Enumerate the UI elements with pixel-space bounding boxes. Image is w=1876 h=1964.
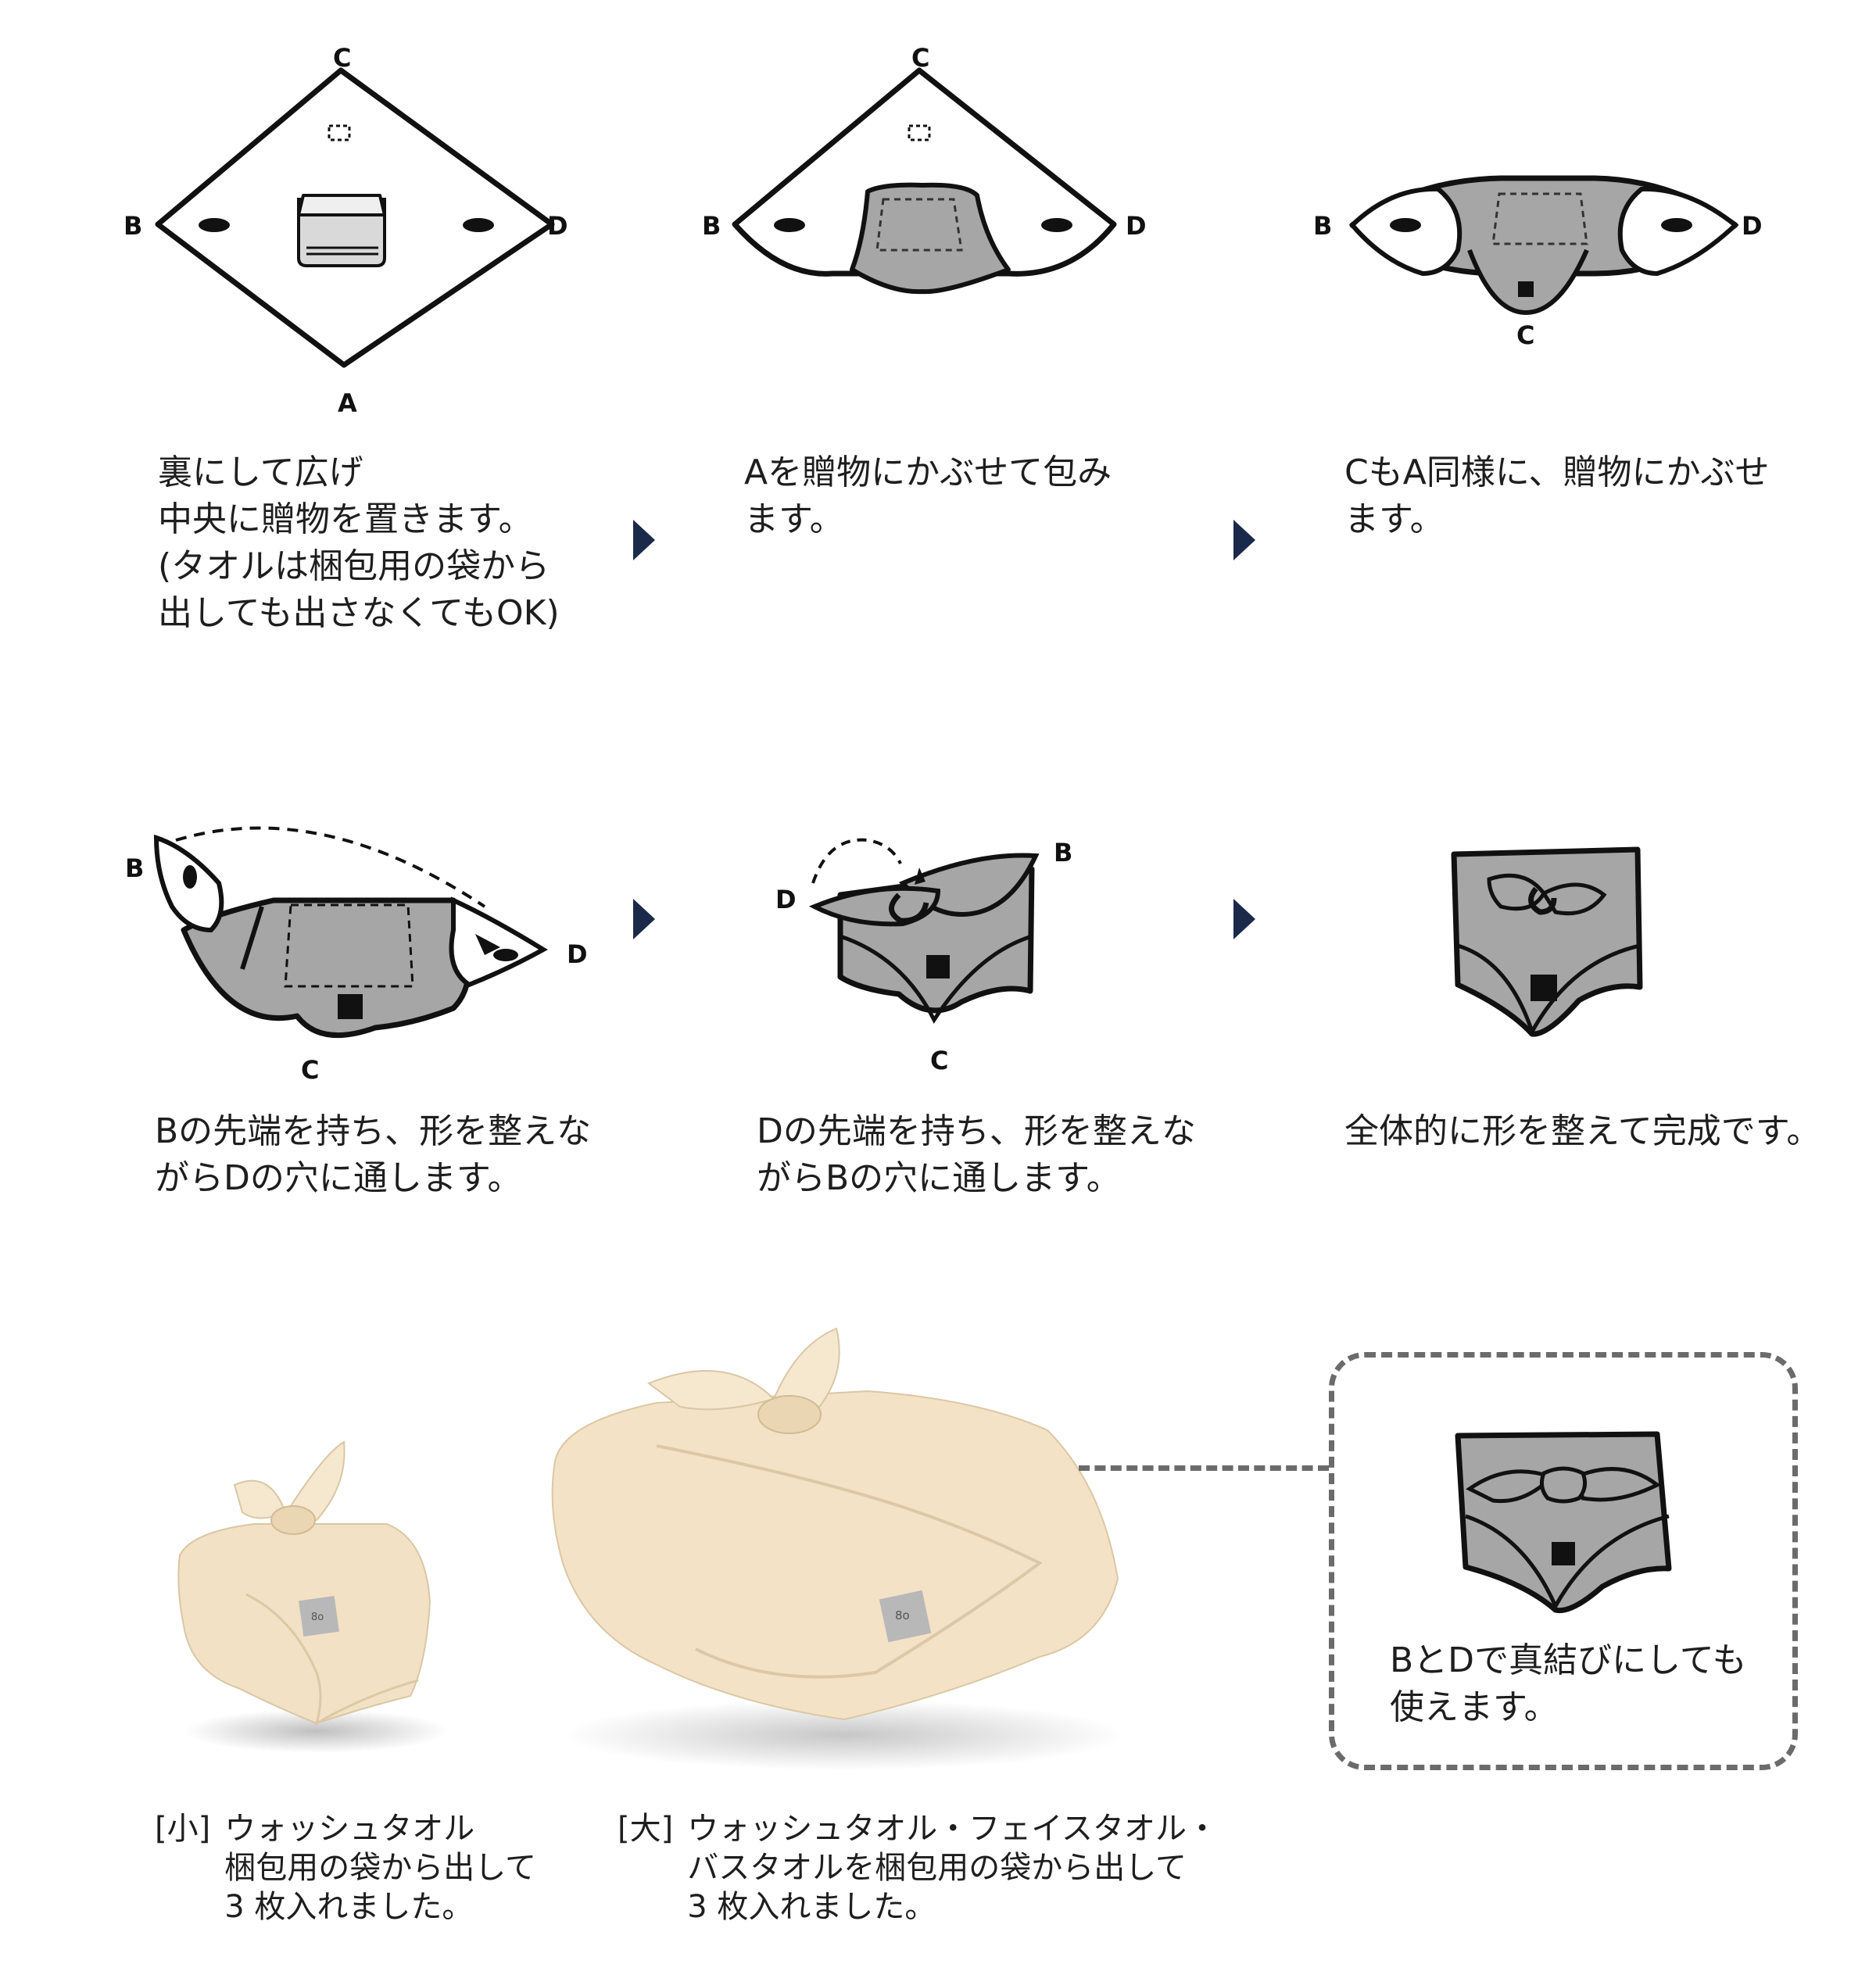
step3-illustration: B D C xyxy=(1313,175,1763,350)
photo-small-wrapped-gift: 8o xyxy=(177,1440,449,1753)
fold-line xyxy=(240,906,264,970)
corner-label-c: C xyxy=(930,1046,948,1075)
corner-label-c: C xyxy=(333,43,351,73)
photo-small-caption-text: ウォッシュタオル 梱包用の袋から出して 3 枚入れました。 xyxy=(224,1811,537,1925)
cloth-body xyxy=(1455,1431,1672,1614)
tag-square xyxy=(1531,975,1557,1001)
step1-caption: 裏にして広げ 中央に贈物を置きます。 (タオルは梱包用の袋から 出しても出さなく… xyxy=(158,453,560,633)
gift-outline-dashed xyxy=(1491,192,1588,245)
size-tag-large: [大] xyxy=(618,1811,674,1847)
photo-large-caption-text: ウォッシュタオル・フェイスタオル・ バスタオルを梱包用の袋から出して 3 枚入れ… xyxy=(687,1811,1219,1925)
corner-label-b: B xyxy=(1313,211,1332,241)
direction-arrow xyxy=(475,934,500,955)
hole-d xyxy=(1041,218,1072,232)
step-arrow-1-2 xyxy=(633,520,655,560)
flap-c xyxy=(1457,943,1641,1037)
step-arrow-4-5 xyxy=(633,899,655,939)
corner-label-c: C xyxy=(301,1055,319,1085)
corner-label-c: C xyxy=(1516,320,1534,350)
step5-caption: Dの先端を持ち、形を整えな がらBの穴に通します。 xyxy=(757,1111,1196,1198)
step-arrow-2-3 xyxy=(1233,520,1255,560)
tag-square xyxy=(1552,1542,1575,1565)
step6-illustration xyxy=(1451,846,1643,1037)
square-knot xyxy=(1539,1466,1588,1504)
hole-b xyxy=(1390,218,1421,232)
alternative-caption: BとDで真結びにしても 使えます。 xyxy=(1390,1640,1747,1727)
photo-large-caption: [大] ウォッシュタオル・フェイスタオル・ バスタオルを梱包用の袋から出して 3 … xyxy=(618,1809,1290,1926)
corner-label-c: C xyxy=(911,43,929,73)
alternative-illustration xyxy=(1455,1431,1672,1614)
step-arrow-5-6 xyxy=(1233,899,1255,939)
step5-illustration: D B C xyxy=(775,838,1072,1075)
corner-label-b: B xyxy=(125,853,144,883)
reach-path-dashed xyxy=(811,838,902,884)
knot-loop xyxy=(1528,886,1557,915)
tag-square xyxy=(338,994,363,1019)
corner-label-b: B xyxy=(702,211,721,241)
direction-arrow xyxy=(915,868,925,885)
gift-outline-dashed xyxy=(284,903,414,988)
step6-caption: 全体的に形を整えて完成です。 xyxy=(1344,1111,1821,1151)
corner-label-d: D xyxy=(775,885,797,914)
bow-right xyxy=(1541,882,1607,916)
step2-caption: Aを贈物にかぶせて包み ます。 xyxy=(744,453,1112,539)
hole-d xyxy=(1661,218,1692,232)
dashed-tag-marker xyxy=(908,124,931,141)
wing-d xyxy=(449,896,548,988)
corner-label-d: D xyxy=(547,211,568,241)
reach-path-dashed xyxy=(175,826,486,908)
flap-c xyxy=(840,934,1033,1025)
corner-label-d: D xyxy=(1742,211,1763,241)
corner-label-b: B xyxy=(124,211,142,241)
bow-right xyxy=(1572,1467,1661,1502)
dashed-tag-marker xyxy=(328,124,351,141)
gift-box-icon xyxy=(297,194,386,267)
photo-small-caption: [小] ウォッシュタオル 梱包用の袋から出して 3 枚入れました。 xyxy=(155,1809,593,1926)
gift-outline-dashed xyxy=(875,198,963,252)
step2-illustration: C B D xyxy=(702,43,1147,295)
size-tag-small: [小] xyxy=(155,1811,211,1847)
wing-d xyxy=(808,885,941,927)
dashed-connector-line xyxy=(1079,1465,1329,1471)
hole-b xyxy=(199,218,230,232)
hole-d xyxy=(463,218,494,232)
tag-square xyxy=(926,955,950,978)
hole-d xyxy=(493,949,518,961)
alternative-panel xyxy=(1329,1352,1798,1770)
flap-c xyxy=(1465,1514,1670,1611)
step1-illustration: C B D A xyxy=(124,43,568,418)
hole-b xyxy=(774,218,805,232)
tag-square xyxy=(1518,281,1534,297)
corner-label-d: D xyxy=(1126,211,1147,241)
corner-label-d: D xyxy=(567,939,588,969)
hole-b xyxy=(183,865,197,889)
photo-tag-label: 8o xyxy=(895,1608,910,1622)
cloth-body xyxy=(181,897,472,1039)
flap-a xyxy=(850,182,1011,295)
knot-loop xyxy=(889,893,929,924)
photo-large-wrapped-gift: 8o xyxy=(551,1327,1126,1770)
photo-tag-label: 8o xyxy=(311,1612,324,1623)
step3-caption: CもA同様に、贈物にかぶせ ます。 xyxy=(1344,453,1770,539)
corner-label-a: A xyxy=(338,388,357,418)
step4-illustration: B D C xyxy=(125,826,588,1085)
step4-caption: Bの先端を持ち、形を整えな がらDの穴に通します。 xyxy=(155,1111,592,1198)
corner-label-b: B xyxy=(1054,838,1072,868)
